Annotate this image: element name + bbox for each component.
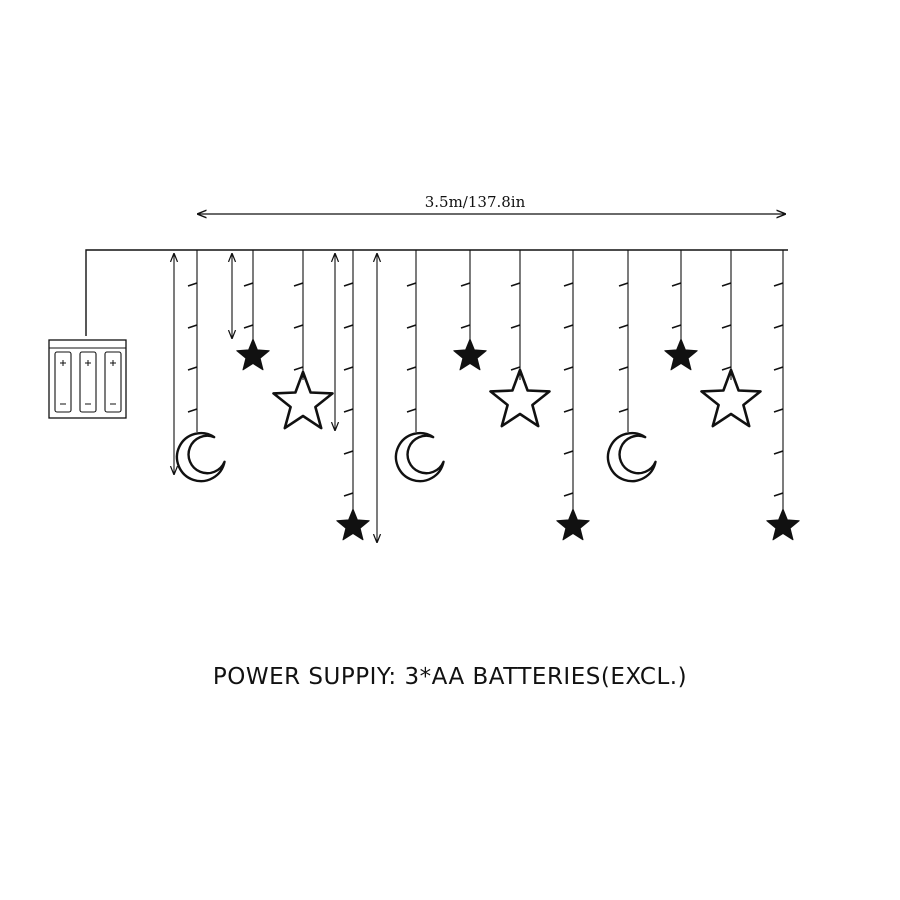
width-dimension-label: 3.5m/137.8in	[425, 193, 526, 211]
light-strands	[175, 250, 800, 541]
led-bulb	[563, 450, 574, 455]
light-strand	[175, 250, 226, 483]
led-bulb	[618, 324, 629, 329]
battery-icon	[104, 351, 122, 413]
led-bulb	[721, 282, 732, 287]
star-icon	[236, 338, 270, 371]
led-bulb	[406, 366, 417, 371]
led-bulb	[773, 282, 784, 287]
led-bulb	[343, 324, 354, 329]
led-bulb	[773, 450, 784, 455]
led-bulb	[187, 324, 198, 329]
led-bulb	[773, 408, 784, 413]
battery-box-outline	[48, 339, 127, 419]
led-bulb	[343, 366, 354, 371]
battery-icon	[54, 351, 72, 413]
led-bulb	[343, 408, 354, 413]
led-bulb	[406, 324, 417, 329]
led-bulb	[671, 324, 682, 329]
led-bulb	[187, 408, 198, 413]
length-dimension-arrows	[174, 254, 377, 542]
star-outline-icon	[272, 370, 334, 430]
battery-icon	[79, 351, 97, 413]
led-bulb	[343, 492, 354, 497]
light-strand	[453, 250, 487, 371]
led-bulb	[510, 366, 521, 371]
moon-icon	[394, 431, 445, 483]
light-strand	[606, 250, 657, 483]
star-icon	[556, 508, 590, 541]
led-bulb	[293, 324, 304, 329]
led-bulb	[618, 282, 629, 287]
light-strand	[664, 250, 698, 371]
led-bulb	[293, 366, 304, 371]
led-bulb	[510, 324, 521, 329]
led-bulb	[773, 492, 784, 497]
led-bulb	[406, 282, 417, 287]
led-bulb	[618, 366, 629, 371]
led-bulb	[721, 366, 732, 371]
moon-icon	[606, 431, 657, 483]
light-strand	[394, 250, 445, 483]
led-bulb	[343, 450, 354, 455]
moon-icon	[175, 431, 226, 483]
light-strand	[272, 250, 334, 430]
led-bulb	[773, 324, 784, 329]
led-bulb	[293, 282, 304, 287]
light-strand	[556, 250, 590, 541]
led-bulb	[563, 492, 574, 497]
led-bulb	[618, 408, 629, 413]
star-icon	[766, 508, 800, 541]
led-bulb	[460, 282, 471, 287]
led-bulb	[773, 366, 784, 371]
battery-box	[48, 339, 127, 419]
light-strand	[236, 250, 270, 371]
led-bulb	[460, 324, 471, 329]
star-icon	[453, 338, 487, 371]
star-outline-icon	[700, 368, 762, 428]
led-bulb	[406, 408, 417, 413]
star-outline-icon	[489, 368, 551, 428]
light-strand	[489, 250, 551, 428]
led-bulb	[721, 324, 732, 329]
light-strand	[336, 250, 370, 541]
led-bulb	[563, 408, 574, 413]
led-bulb	[243, 282, 254, 287]
led-bulb	[187, 282, 198, 287]
led-bulb	[187, 366, 198, 371]
width-dimension: 3.5m/137.8in	[198, 193, 785, 214]
light-strand	[700, 250, 762, 428]
star-icon	[664, 338, 698, 371]
led-bulb	[563, 366, 574, 371]
star-icon	[336, 508, 370, 541]
led-bulb	[671, 282, 682, 287]
led-bulb	[243, 324, 254, 329]
led-bulb	[563, 324, 574, 329]
led-bulb	[343, 282, 354, 287]
led-bulb	[510, 282, 521, 287]
light-strand	[766, 250, 800, 541]
led-bulb	[563, 282, 574, 287]
main-cable	[85, 249, 788, 336]
power-supply-caption: POWER SUPPIY: 3*AA BATTERIES(EXCL.)	[212, 664, 688, 690]
